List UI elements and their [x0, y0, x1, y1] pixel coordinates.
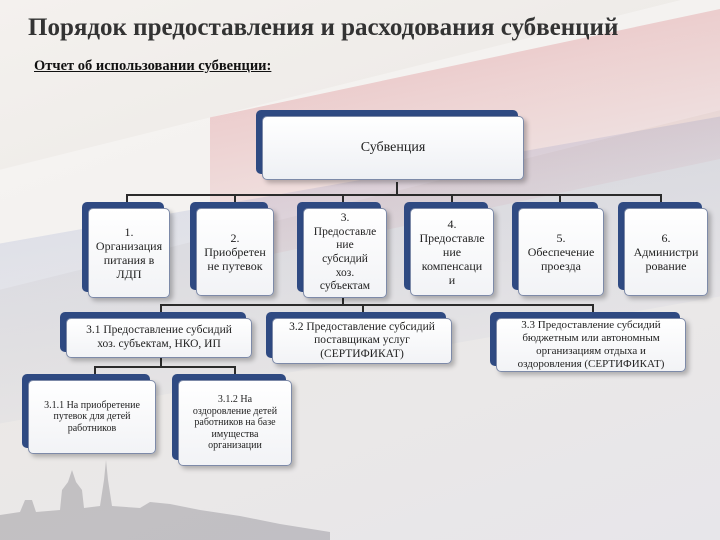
node-3-1-1-label: 3.1.1 На приобретение путевок для детей …: [28, 380, 156, 454]
connector-to-node-2: [234, 194, 236, 208]
connector-to-node-1: [126, 194, 128, 208]
node-3-2-label: 3.2 Предоставление субсидий поставщикам …: [272, 318, 452, 364]
city-silhouette-decoration: [0, 460, 330, 540]
node-2-vouchers: 2. Приобретен не путевок: [190, 202, 274, 296]
connector-level2-bar: [160, 304, 592, 306]
connector-level3-bar: [94, 366, 234, 368]
connector-level1-bar: [126, 194, 660, 196]
node-1-catering: 1. Организация питания в ЛДП: [82, 202, 170, 298]
page-subtitle: Отчет об использовании субвенции:: [34, 58, 272, 74]
node-3-label: 3. Предоставле ние субсидий хоз. субъект…: [303, 208, 387, 298]
node-3-1-subsidies-nko: 3.1 Предоставление субсидий хоз. субъект…: [60, 312, 252, 358]
node-2-label: 2. Приобретен не путевок: [196, 208, 274, 296]
connector-node31-down: [160, 356, 162, 366]
node-3-1-1-vouchers-children: 3.1.1 На приобретение путевок для детей …: [22, 374, 156, 454]
node-5-travel: 5. Обеспечение проезда: [512, 202, 604, 296]
node-5-label: 5. Обеспечение проезда: [518, 208, 604, 296]
connector-node3-down: [342, 296, 344, 305]
connector-to-node-3: [342, 194, 344, 208]
connector-to-node-3-1: [160, 304, 162, 318]
connector-to-node-5: [559, 194, 561, 208]
node-1-label: 1. Организация питания в ЛДП: [88, 208, 170, 298]
node-4-compensation: 4. Предоставле ние компенсаци и: [404, 202, 494, 296]
connector-to-node-6: [660, 194, 662, 208]
connector-to-node-3-3: [592, 304, 594, 318]
connector-to-node-3-2: [362, 304, 364, 318]
node-4-label: 4. Предоставле ние компенсаци и: [410, 208, 494, 296]
connector-to-node-4: [451, 194, 453, 208]
connector-root-down: [396, 182, 398, 195]
node-3-3-label: 3.3 Предоставление субсидий бюджетным ил…: [496, 318, 686, 372]
node-3-2-subsidies-providers: 3.2 Предоставление субсидий поставщикам …: [266, 312, 452, 364]
connector-to-node-3-1-1: [94, 366, 96, 380]
node-3-3-subsidies-budget-orgs: 3.3 Предоставление субсидий бюджетным ил…: [490, 312, 686, 372]
node-3-1-2-label: 3.1.2 На оздоровление детей работников н…: [178, 380, 292, 466]
node-3-1-2-health-children: 3.1.2 На оздоровление детей работников н…: [172, 374, 292, 466]
connector-to-node-3-1-2: [234, 366, 236, 380]
node-3-1-label: 3.1 Предоставление субсидий хоз. субъект…: [66, 318, 252, 358]
node-6-label: 6. Администри рование: [624, 208, 708, 296]
node-root-label: Субвенция: [262, 116, 524, 180]
node-root-subvention: Субвенция: [256, 110, 524, 180]
node-6-administration: 6. Администри рование: [618, 202, 708, 296]
page-title: Порядок предоставления и расходования су…: [28, 14, 619, 41]
node-3-subsidies: 3. Предоставле ние субсидий хоз. субъект…: [297, 202, 387, 298]
